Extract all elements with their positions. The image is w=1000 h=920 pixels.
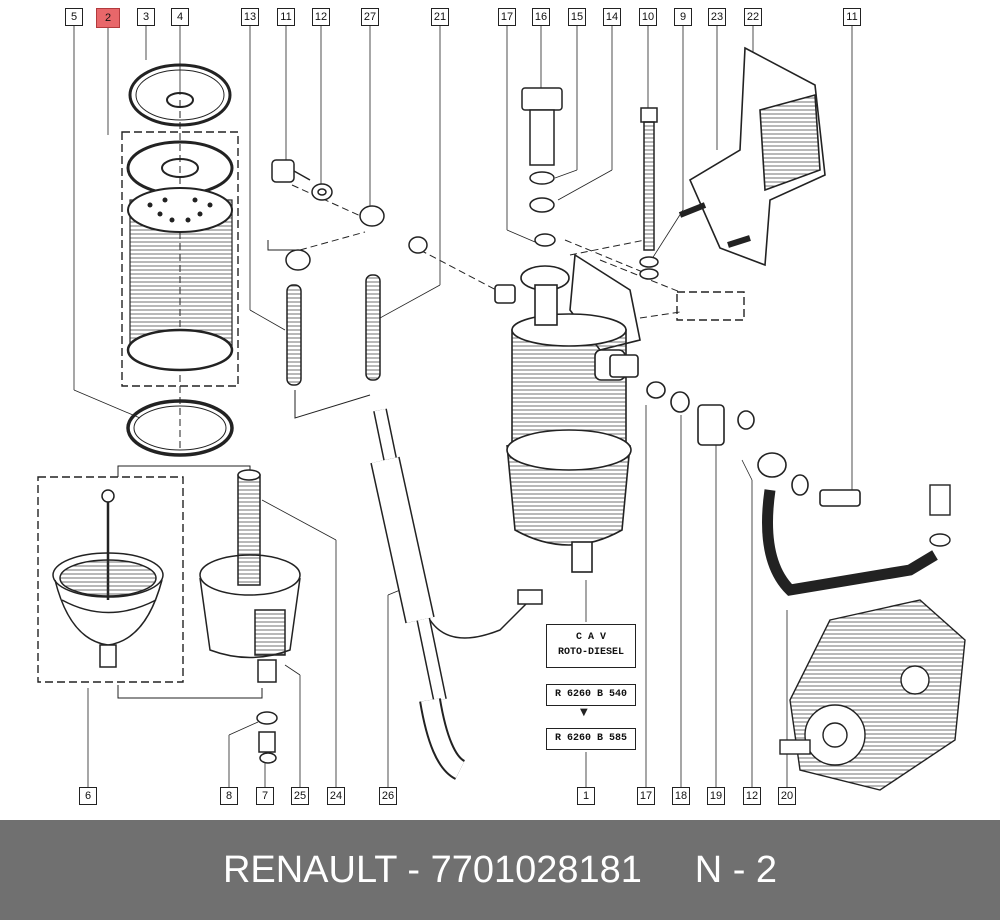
callout-20: 20 bbox=[778, 787, 796, 805]
callout-26: 26 bbox=[379, 787, 397, 805]
ref-new-label: R 6260 B 585 bbox=[546, 728, 636, 750]
callout-27: 27 bbox=[361, 8, 379, 26]
part-number-footer: RENAULT - 7701028181 N - 2 bbox=[0, 820, 1000, 920]
exploded-parts-diagram bbox=[37, 26, 966, 791]
callout-17: 17 bbox=[498, 8, 516, 26]
callout-4: 4 bbox=[171, 8, 189, 26]
callout-5: 5 bbox=[65, 8, 83, 26]
callout-9: 9 bbox=[674, 8, 692, 26]
callout-25: 25 bbox=[291, 787, 309, 805]
callout-8: 8 bbox=[220, 787, 238, 805]
callout-14: 14 bbox=[603, 8, 621, 26]
callout-12-bottom: 12 bbox=[743, 787, 761, 805]
callout-19: 19 bbox=[707, 787, 725, 805]
callout-22: 22 bbox=[744, 8, 762, 26]
callout-11-right: 11 bbox=[843, 8, 861, 26]
footer-text: RENAULT - 7701028181 N - 2 bbox=[222, 849, 778, 891]
callout-10: 10 bbox=[639, 8, 657, 26]
callout-18: 18 bbox=[672, 787, 690, 805]
callout-24: 24 bbox=[327, 787, 345, 805]
callout-3: 3 bbox=[137, 8, 155, 26]
cav-line2: ROTO-DIESEL bbox=[557, 647, 624, 658]
arrow-down-icon: ▼ bbox=[580, 707, 588, 718]
callout-13: 13 bbox=[241, 8, 259, 26]
callout-6: 6 bbox=[79, 787, 97, 805]
cav-manufacturer-label: C A V ROTO-DIESEL bbox=[546, 624, 636, 668]
callout-16: 16 bbox=[532, 8, 550, 26]
callout-7: 7 bbox=[256, 787, 274, 805]
callout-23: 23 bbox=[708, 8, 726, 26]
callout-11: 11 bbox=[277, 8, 295, 26]
callout-15: 15 bbox=[568, 8, 586, 26]
ref-old-label: R 6260 B 540 bbox=[546, 684, 636, 706]
cav-line1: C A V bbox=[575, 632, 606, 643]
callout-2-highlighted: 2 bbox=[96, 8, 120, 28]
callout-21: 21 bbox=[431, 8, 449, 26]
callout-17-bottom: 17 bbox=[637, 787, 655, 805]
callout-12: 12 bbox=[312, 8, 330, 26]
callout-1: 1 bbox=[577, 787, 595, 805]
